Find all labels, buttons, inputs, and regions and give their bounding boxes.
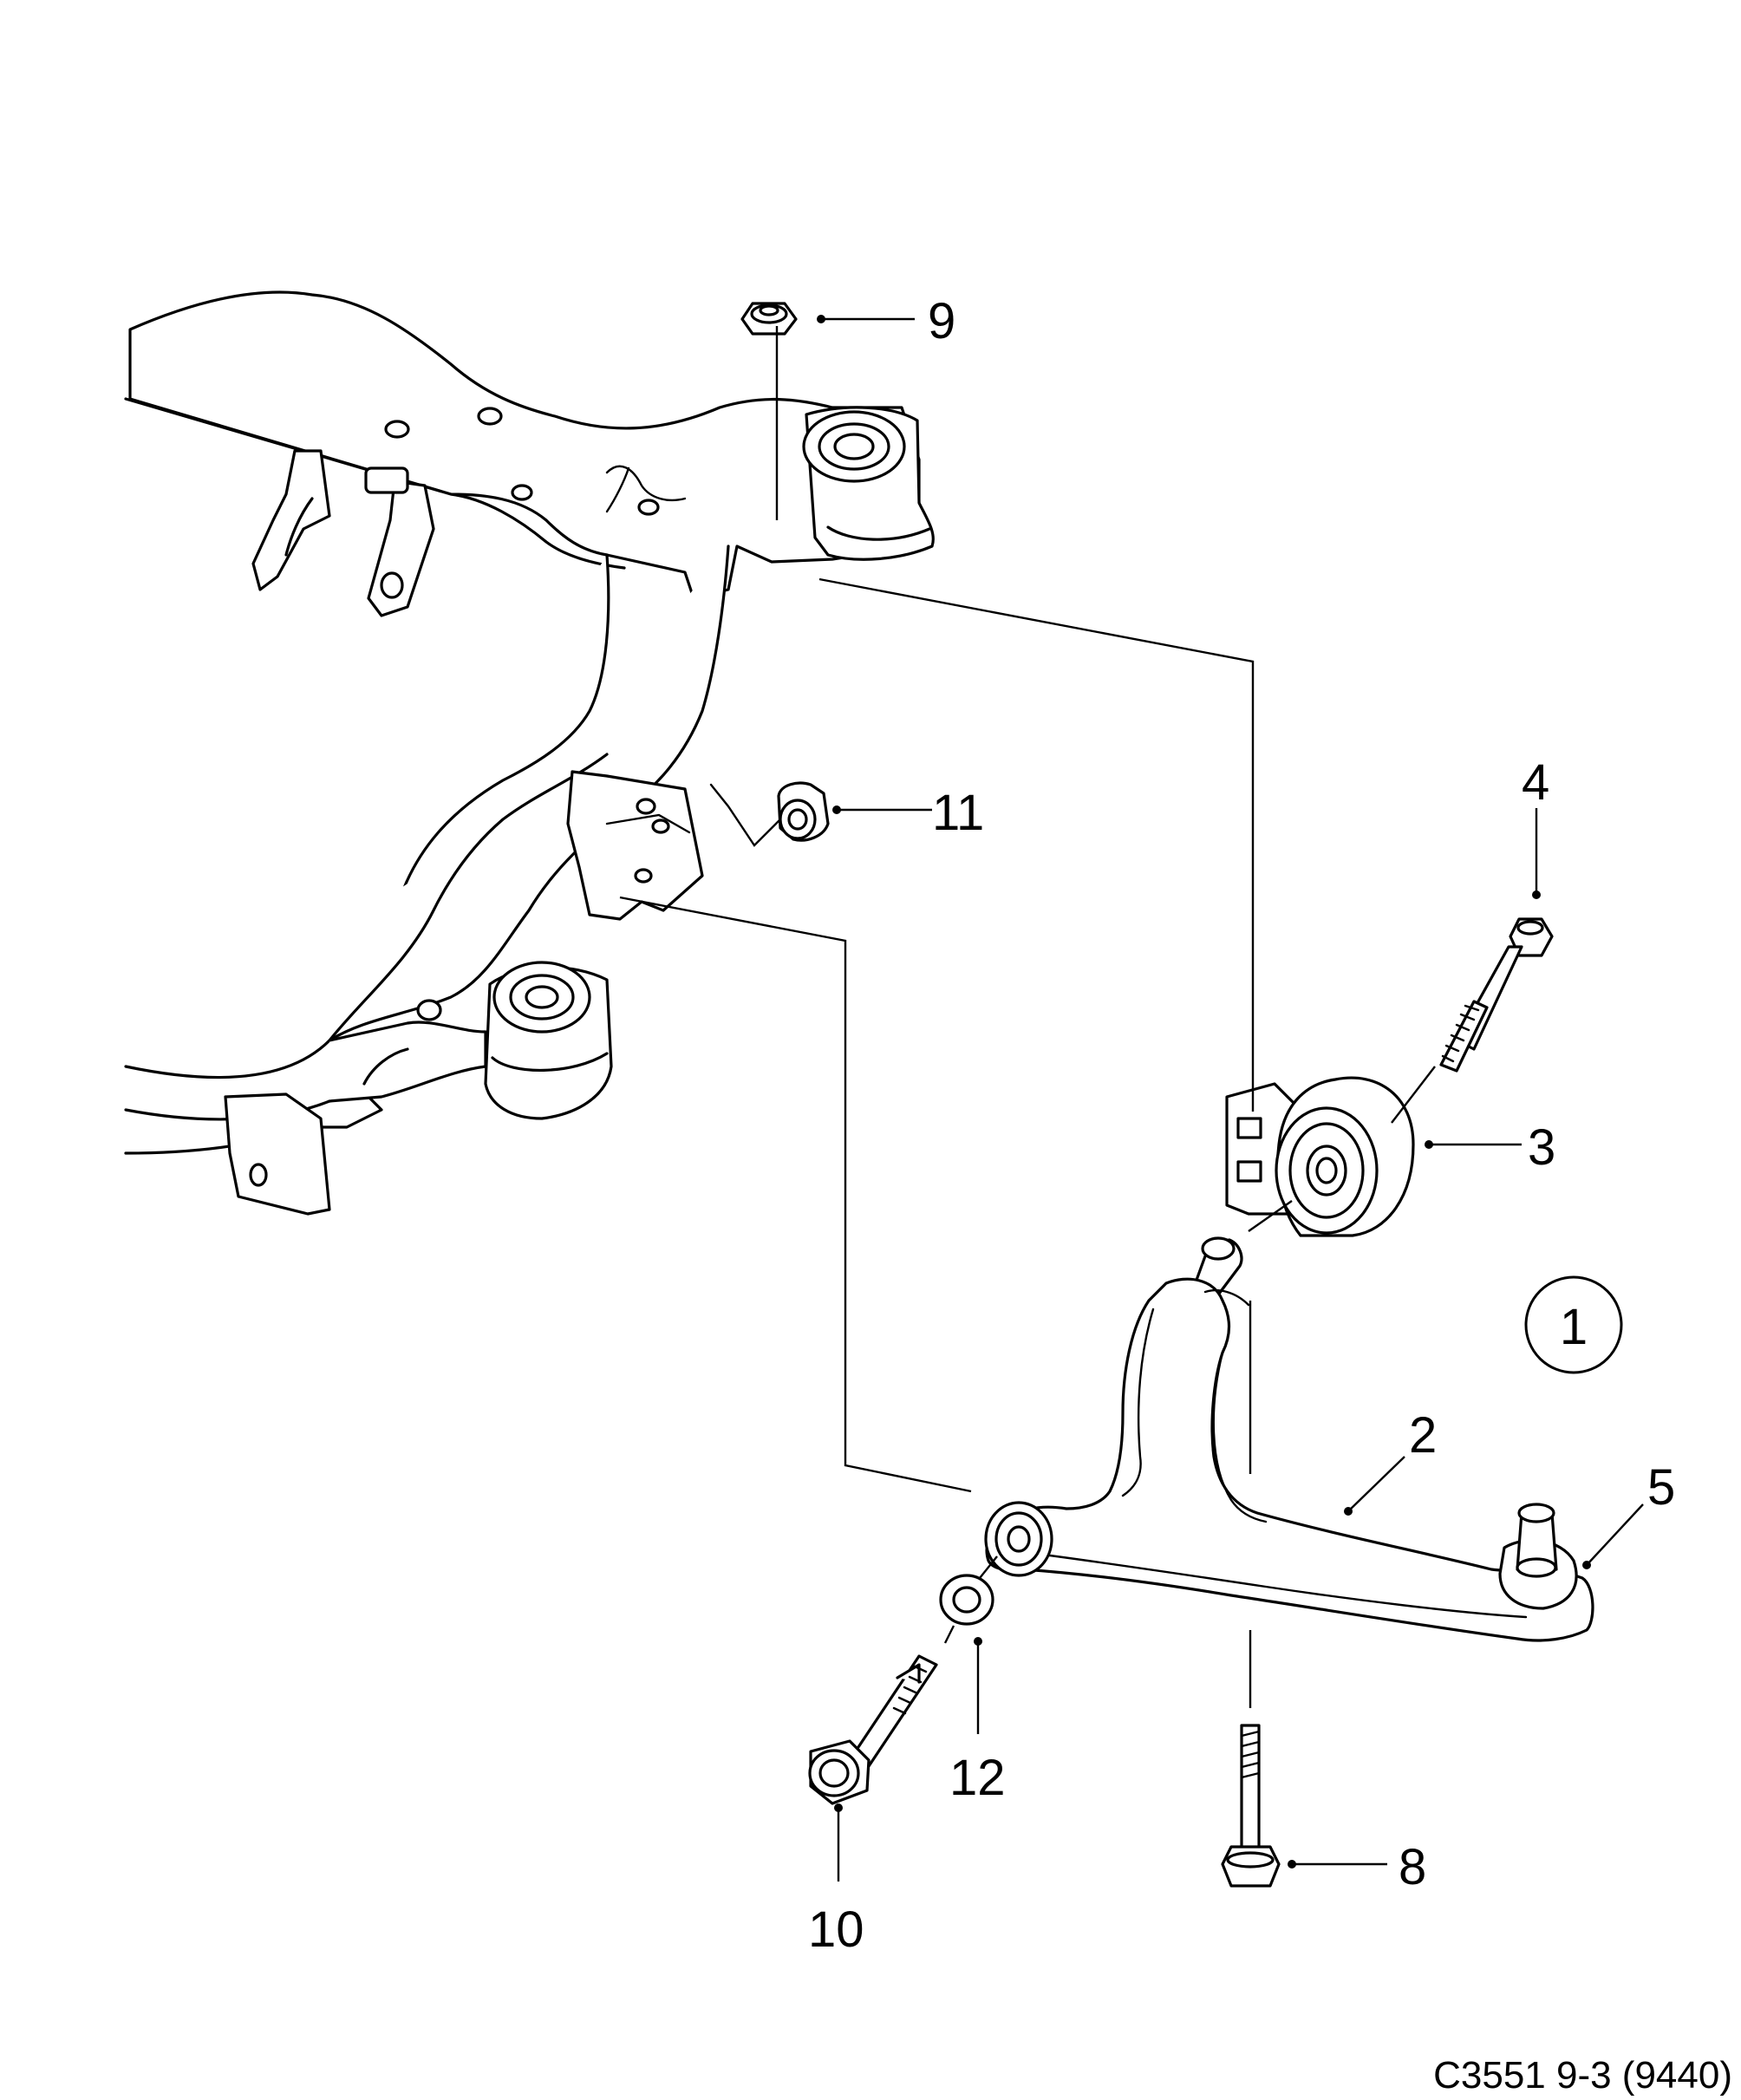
- callout-10: 10: [808, 1803, 864, 1958]
- part-3-bushing: [1225, 1076, 1415, 1237]
- subframe: [124, 290, 935, 1216]
- callout-8-label: 8: [1399, 1839, 1426, 1895]
- part-8-bolt: [1221, 1630, 1281, 1888]
- callout-4-label: 4: [1522, 754, 1549, 811]
- callout-10-label: 10: [808, 1901, 864, 1958]
- callout-12-label: 12: [949, 1750, 1006, 1806]
- callout-11: 11: [832, 785, 984, 841]
- part-4-bolt: [1391, 917, 1554, 1124]
- callout-2: 2: [1344, 1407, 1437, 1516]
- routing-lines: [619, 577, 1255, 1493]
- part-10-bolt: [808, 1625, 955, 1805]
- part-5-ball-joint: [1498, 1503, 1578, 1610]
- view-marker: 1: [1524, 1275, 1623, 1374]
- callout-11-label: 11: [932, 785, 984, 841]
- part-12-washer: [939, 1555, 998, 1626]
- callout-9: 9: [817, 293, 955, 349]
- callout-5: 5: [1582, 1459, 1675, 1569]
- part-2-control-arm: [984, 1200, 1594, 1642]
- view-marker-label: 1: [1560, 1299, 1588, 1355]
- callout-9-label: 9: [928, 293, 955, 349]
- callout-12: 12: [949, 1637, 1006, 1806]
- callout-3: 3: [1425, 1119, 1555, 1176]
- callout-3-label: 3: [1528, 1119, 1555, 1176]
- part-11-nut: [709, 781, 830, 847]
- reference-code: C3551 9-3 (9440): [1433, 2054, 1732, 2097]
- callout-4: 4: [1522, 754, 1549, 899]
- callout-2-label: 2: [1409, 1407, 1437, 1464]
- part-9-nut: [740, 302, 798, 520]
- callout-8: 8: [1288, 1839, 1426, 1895]
- callout-5-label: 5: [1647, 1459, 1675, 1516]
